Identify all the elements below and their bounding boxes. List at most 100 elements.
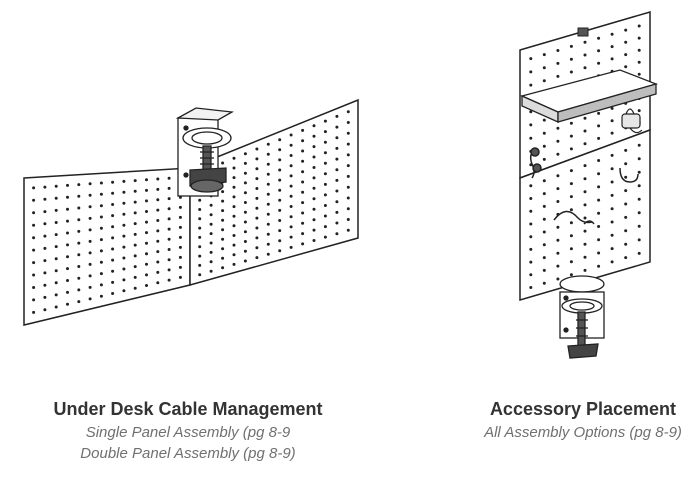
- peg-hole: [312, 124, 316, 128]
- peg-hole: [301, 201, 305, 205]
- peg-hole: [221, 247, 225, 251]
- desk-clamp: [559, 275, 605, 359]
- peg-hole: [133, 222, 137, 226]
- peg-hole: [156, 177, 160, 181]
- peg-hole: [583, 255, 587, 259]
- hook-accessory: [529, 147, 639, 225]
- peg-hole: [66, 290, 69, 294]
- peg-hole: [278, 148, 282, 152]
- peg-hole: [43, 295, 47, 299]
- peg-hole: [255, 196, 259, 200]
- peg-hole: [32, 298, 36, 302]
- peg-hole: [542, 66, 546, 70]
- peg-hole: [289, 235, 293, 239]
- peg-hole: [335, 200, 339, 204]
- peg-hole: [624, 229, 628, 233]
- peg-hole: [346, 110, 350, 114]
- peg-hole: [610, 45, 614, 49]
- peg-hole: [209, 250, 213, 254]
- peg-hole: [54, 305, 58, 309]
- peg-hole: [221, 161, 225, 165]
- peg-hole: [597, 111, 601, 115]
- peg-hole: [111, 280, 115, 284]
- peg-hole: [624, 256, 628, 260]
- peg-hole: [77, 218, 81, 222]
- peg-hole: [624, 242, 628, 246]
- peg-hole: [597, 225, 601, 228]
- peg-hole: [99, 294, 103, 298]
- peg-hole: [583, 216, 587, 220]
- peg-hole: [529, 286, 533, 289]
- peg-hole: [156, 208, 160, 212]
- peg-hole: [255, 167, 259, 171]
- peg-hole: [289, 225, 293, 229]
- peg-hole: [542, 204, 546, 208]
- peg-hole: [43, 271, 47, 275]
- peg-hole: [255, 236, 259, 240]
- peg-hole: [529, 197, 533, 200]
- peg-hole: [54, 293, 58, 297]
- peg-hole: [111, 258, 115, 262]
- peg-hole: [122, 223, 126, 227]
- peg-hole: [610, 57, 614, 61]
- peg-hole: [569, 208, 573, 212]
- peg-hole: [597, 159, 601, 162]
- peg-hole: [43, 222, 47, 226]
- peg-hole: [278, 178, 282, 182]
- peg-hole: [198, 245, 202, 249]
- peg-hole: [312, 228, 316, 232]
- peg-hole: [583, 229, 587, 233]
- peg-hole: [278, 229, 282, 233]
- peg-hole: [323, 204, 327, 207]
- peg-hole: [529, 247, 533, 251]
- peg-hole: [122, 245, 126, 249]
- peg-hole: [32, 198, 36, 202]
- peg-hole: [32, 310, 36, 314]
- peg-hole: [569, 134, 573, 138]
- peg-hole: [221, 209, 225, 213]
- peg-hole: [77, 300, 81, 304]
- right-pegboard-panel: [189, 98, 359, 286]
- peg-hole: [301, 180, 305, 184]
- peg-hole: [66, 267, 69, 271]
- peg-hole: [529, 235, 533, 239]
- peg-hole: [323, 214, 327, 218]
- peg-hole: [77, 288, 81, 292]
- peg-hole: [178, 275, 182, 279]
- peg-hole: [54, 196, 58, 200]
- peg-hole: [624, 189, 628, 193]
- peg-hole: [289, 133, 293, 137]
- peg-hole: [637, 143, 641, 147]
- peg-hole: [323, 151, 327, 155]
- peg-hole: [637, 109, 641, 113]
- peg-hole: [583, 53, 587, 57]
- peg-hole: [88, 193, 92, 197]
- peg-hole: [178, 265, 182, 269]
- peg-hole: [346, 142, 350, 146]
- peg-hole: [77, 194, 81, 198]
- peg-hole: [156, 250, 160, 254]
- peg-hole: [289, 174, 293, 178]
- peg-hole: [569, 182, 573, 186]
- peg-hole: [335, 114, 339, 118]
- peg-hole: [529, 70, 533, 74]
- peg-hole: [556, 225, 560, 229]
- peg-hole: [542, 192, 546, 196]
- peg-hole: [178, 215, 182, 219]
- peg-hole: [243, 230, 247, 234]
- peg-hole: [32, 223, 36, 227]
- peg-hole: [232, 214, 236, 218]
- peg-hole: [637, 251, 641, 255]
- peg-hole: [99, 283, 103, 287]
- peg-hole: [32, 211, 36, 215]
- peg-hole: [597, 172, 601, 176]
- peg-hole: [289, 143, 293, 147]
- peg-hole: [569, 44, 573, 48]
- peg-hole: [77, 206, 81, 210]
- peg-hole: [232, 234, 236, 237]
- peg-hole: [198, 198, 202, 202]
- peg-hole: [637, 211, 641, 215]
- peg-hole: [156, 239, 160, 243]
- peg-hole: [266, 242, 270, 246]
- peg-hole: [88, 216, 92, 220]
